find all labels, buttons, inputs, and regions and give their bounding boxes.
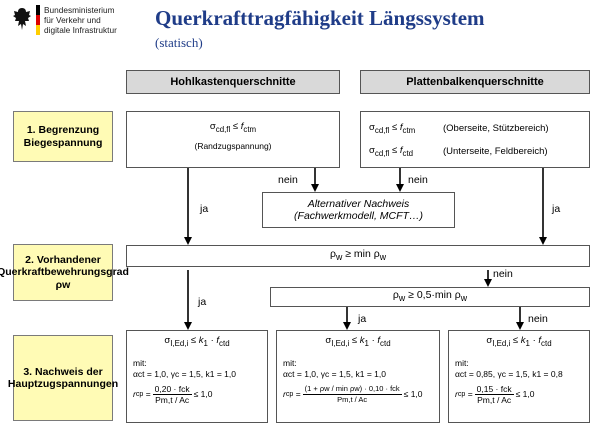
label-nein-step1-right: nein (408, 174, 428, 186)
label-ja-step2-mid: ja (358, 313, 367, 325)
step2-secondary-condition-box: ρw ≥ 0,5·min ρw (270, 287, 590, 307)
left-ratio-limit: ≤ 1,0 (193, 388, 213, 399)
mid-ratio-limit: ≤ 1,0 (403, 388, 423, 399)
column-header-hohlkasten-label: Hohlkastenquerschnitte (170, 76, 296, 88)
mid-principal-stress-formula: σI,Ed,i ≤ k1 · fctd (325, 335, 391, 348)
federal-eagle-logo (13, 8, 31, 30)
left-bending-formula: σcd,fl ≤ fctm (209, 121, 257, 134)
left-params: αct = 1,0, γc = 1,5, k1 = 1,0 (133, 368, 236, 379)
step3-right-check: σI,Ed,i ≤ k1 · fctd mit: αct = 0,85, γc … (448, 330, 590, 423)
step-2-label: 2. Vorhandener Querkraftbewehrungsgrad ρ… (0, 244, 129, 301)
right-ratio-limit: ≤ 1,0 (515, 388, 535, 399)
label-ja-step2-left: ja (198, 296, 207, 308)
step-1-text: 1. Begrenzung Biegespannung (23, 124, 103, 149)
page-title: Querkrafttragfähigkeit Längssystem (155, 6, 485, 30)
column-header-plattenbalken: Plattenbalkenquerschnitte (360, 70, 590, 94)
step-2-text: 2. Vorhandener Querkraftbewehrungsgrad ρ… (0, 253, 129, 291)
ministry-line-1: Bundesministerium (44, 5, 115, 15)
left-mit: mit: (133, 357, 147, 368)
right-params: αct = 0,85, γc = 1,5, k1 = 0,8 (455, 368, 563, 379)
left-principal-stress-formula: σI,Ed,i ≤ k1 · fctd (164, 335, 230, 348)
right-ratio-numerator: 0,15 · fck (474, 383, 514, 395)
right-bending-note-bottom: (Unterseite, Feldbereich) (443, 146, 548, 157)
step2-condition-box: ρw ≥ min ρw (126, 245, 590, 267)
right-ratio-denominator: Pm,t / Ac (477, 394, 512, 405)
mid-ratio-denominator: Pm,t / Ac (337, 394, 368, 404)
label-nein-step2-right: nein (528, 313, 548, 325)
left-ratio-denominator: Pm,t / Ac (155, 394, 190, 405)
ministry-line-3: digitale Infrastruktur (44, 25, 117, 35)
flag-stripe-icon (36, 5, 40, 35)
column-header-hohlkasten: Hohlkastenquerschnitte (126, 70, 340, 94)
mid-mit: mit: (283, 357, 297, 368)
mid-ratio-numerator: (1 + ρw / min ρw) · 0,10 · fck (302, 383, 402, 395)
alternative-proof-methods: (Fachwerkmodell, MCFT…) (294, 210, 423, 222)
ministry-line-2: für Verkehr und (44, 15, 101, 25)
left-bending-note: (Randzugspannung) (194, 140, 272, 151)
right-mit: mit: (455, 357, 469, 368)
right-principal-stress-formula: σI,Ed,i ≤ k1 · fctd (486, 335, 552, 348)
step1-left-condition: σcd,fl ≤ fctm (Randzugspannung) (126, 111, 340, 168)
right-bending-row-bottom: σcd,fl ≤ fctd (369, 145, 414, 158)
reinforcement-ratio-formula: ρw ≥ min ρw (329, 248, 387, 263)
ministry-name: Bundesministerium für Verkehr und digita… (44, 5, 117, 35)
page-subtitle: (statisch) (155, 35, 203, 50)
step-3-text: 3. Nachweis der Hauptzugspannungen (7, 365, 119, 391)
step-1-label: 1. Begrenzung Biegespannung (13, 111, 113, 162)
right-bending-note-top: (Oberseite, Stützbereich) (443, 123, 549, 134)
label-ja-step1-right: ja (552, 203, 561, 215)
left-ratio-numerator: 0,20 · fck (152, 383, 192, 395)
step1-right-condition: σcd,fl ≤ fctm (Oberseite, Stützbereich) … (360, 111, 590, 168)
secondary-ratio-formula: ρw ≥ 0,5·min ρw (392, 289, 468, 304)
label-nein-step1-left: nein (278, 174, 298, 186)
mid-params: αct = 1,0, γc = 1,5, k1 = 1,0 (283, 368, 386, 379)
alternative-proof-title: Alternativer Nachweis (307, 198, 410, 210)
column-header-plattenbalken-label: Plattenbalkenquerschnitte (406, 76, 544, 88)
alternative-proof-box: Alternativer Nachweis (Fachwerkmodell, M… (262, 192, 455, 228)
step-3-label: 3. Nachweis der Hauptzugspannungen (8, 335, 118, 421)
label-ja-step1-left: ja (200, 203, 209, 215)
step3-left-check: σI,Ed,i ≤ k1 · fctd mit: αct = 1,0, γc =… (126, 330, 268, 423)
right-bending-row-top: σcd,fl ≤ fctm (369, 122, 416, 135)
label-nein-step2: nein (493, 268, 513, 280)
step3-mid-check: σI,Ed,i ≤ k1 · fctd mit: αct = 1,0, γc =… (276, 330, 440, 423)
